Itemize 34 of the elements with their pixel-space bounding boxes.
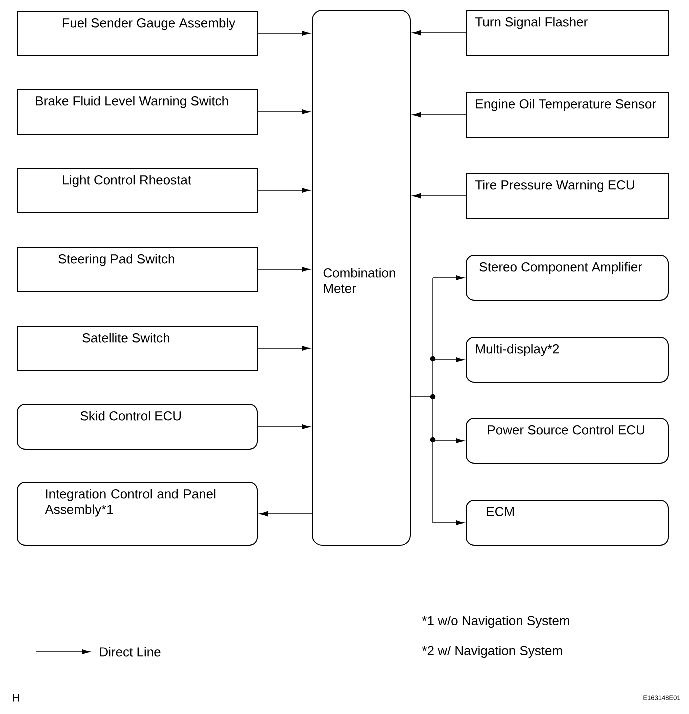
connector-trunk — [410, 278, 434, 524]
component-box: Fuel Sender Gauge Assembly — [17, 11, 258, 56]
component-box: Integration Control and Panel Assembly*1 — [17, 482, 258, 546]
component-box: Stereo Component Amplifier — [466, 255, 669, 301]
arrow — [260, 511, 312, 517]
component-box: Steering Pad Switch — [17, 247, 258, 292]
component-box: Satellite Switch — [17, 326, 258, 371]
arrow — [432, 357, 464, 363]
component-box: Turn Signal Flasher — [466, 10, 669, 56]
arrow — [258, 188, 310, 194]
footnote: *1 w/o Navigation System — [422, 616, 570, 628]
arrow — [412, 112, 466, 118]
arrow — [258, 424, 310, 430]
arrow — [412, 193, 466, 199]
arrow — [432, 275, 464, 281]
component-box: Light Control Rheostat — [17, 168, 258, 213]
arrow — [432, 520, 464, 526]
corner-letter: H — [13, 694, 20, 702]
component-box: Brake Fluid Level Warning Switch — [17, 89, 258, 135]
arrow — [258, 266, 310, 272]
legend-label: Direct Line — [100, 647, 161, 657]
arrow — [258, 30, 310, 36]
component-box: Skid Control ECU — [17, 404, 258, 450]
arrow — [258, 109, 310, 115]
component-box: Multi-display*2 — [466, 337, 669, 383]
arrow — [412, 30, 466, 36]
arrow — [432, 438, 464, 444]
arrow — [258, 346, 310, 352]
meter-box: Combination Meter — [312, 10, 411, 546]
component-box: Power Source Control ECU — [466, 418, 669, 464]
footnote: *2 w/ Navigation System — [422, 646, 562, 658]
component-box: Engine Oil Temperature Sensor — [466, 92, 669, 138]
component-box: ECM — [466, 500, 669, 546]
component-box: Tire Pressure Warning ECU — [466, 173, 669, 219]
